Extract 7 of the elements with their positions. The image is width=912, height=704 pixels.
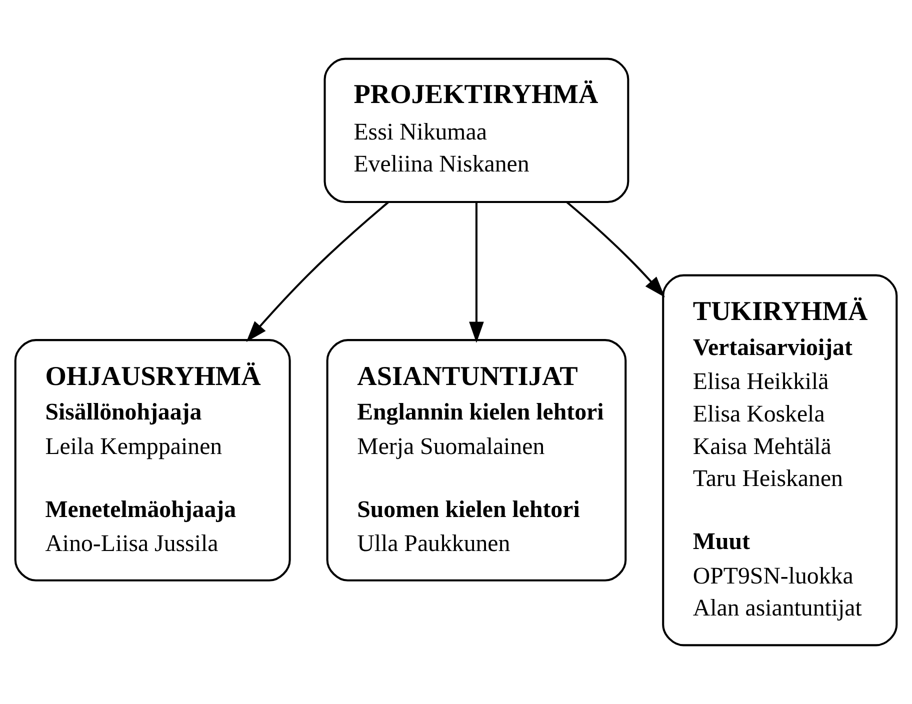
arrow bbox=[566, 201, 665, 298]
arrow bbox=[469, 202, 484, 343]
node-box: ASIANTUNTIJAT Englannin kielen lehtori Merja Suomalainen Suomen kielen lehtori Ulla Paukkunen bbox=[326, 339, 627, 582]
node-box: TUKIRYHMÄ Vertaisarvioijat Elisa Heikkilä Elisa Koskela Kaisa Mehtälä Taru Heiskanen Muut OPT9SN-luokka Alan asiantuntijat bbox=[662, 274, 898, 646]
arrow bbox=[246, 202, 389, 342]
node-box: OHJAUSRYHMÄ Sisällönohjaaja Leila Kemppainen Menetelmäohjaaja Aino-Liisa Jussila bbox=[14, 339, 291, 582]
node-box: PROJEKTIRYHMÄ Essi Nikumaa Eveliina Niskanen bbox=[324, 58, 630, 204]
